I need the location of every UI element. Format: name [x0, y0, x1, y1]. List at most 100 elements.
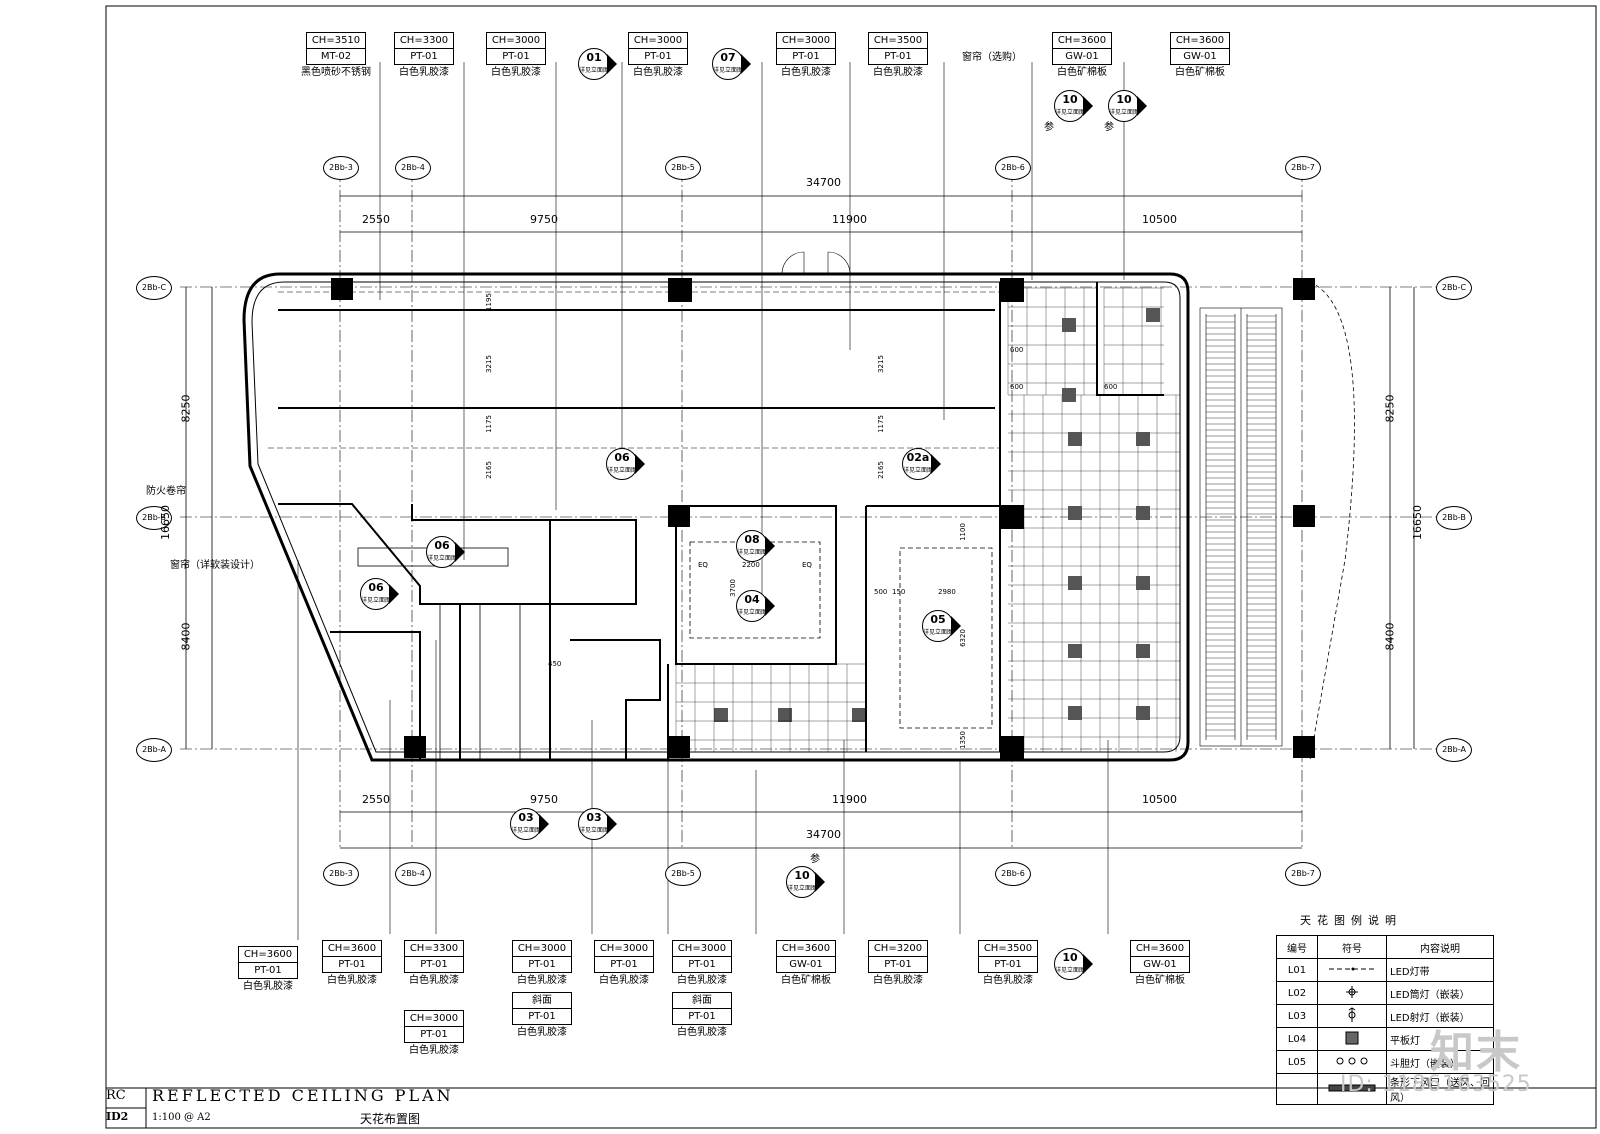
tag-material: 白色矿棉板 [1057, 67, 1107, 78]
tag-code: PT-01 [868, 49, 928, 65]
dim-inner: 3215 [484, 355, 493, 373]
structural-columns [331, 278, 1315, 760]
ref-note: 参 [1044, 122, 1054, 133]
tag-code: GW-01 [1170, 49, 1230, 65]
dim-inner: 1175 [876, 415, 885, 433]
tag-code: PT-01 [628, 49, 688, 65]
tag-ch: CH=3000 [594, 940, 654, 957]
panel-light-icon [1136, 432, 1150, 446]
tag-code: PT-01 [776, 49, 836, 65]
ceiling-height-tag: CH=3000 PT-01 白色乳胶漆 [672, 940, 732, 989]
panel-light-icon [1136, 706, 1150, 720]
dim-span: 2550 [362, 793, 390, 806]
dim-inner: 1195 [484, 293, 493, 311]
legend-header: 编号 [1276, 935, 1318, 959]
dim-overall-bottom: 34700 [806, 828, 841, 841]
tag-code: GW-01 [1130, 957, 1190, 973]
dim-span: 9750 [530, 793, 558, 806]
panel-light-icon [1068, 506, 1082, 520]
tag-ch: CH=3000 [776, 32, 836, 49]
linear-lights [278, 309, 995, 409]
dim-inner: 450 [548, 660, 562, 668]
tag-ch: CH=3000 [404, 1010, 464, 1027]
tag-code: GW-01 [776, 957, 836, 973]
downlight-icon [1317, 981, 1387, 1005]
dim-vertical-overall: 16650 [159, 505, 172, 540]
dim-inner: 1350 [958, 731, 967, 749]
grid-bubble-row: 2Bb-B [1436, 506, 1472, 530]
tag-ch: CH=3000 [512, 940, 572, 957]
tag-material: 白色乳胶漆 [983, 975, 1033, 986]
legend-code [1276, 1073, 1318, 1105]
panel-light-icon [1136, 644, 1150, 658]
tag-material: 白色乳胶漆 [327, 975, 377, 986]
panel-light-icon [1136, 506, 1150, 520]
tag-ch: 斜面 [512, 992, 572, 1009]
panel-light-icon [1068, 432, 1082, 446]
dim-span: 10500 [1142, 793, 1177, 806]
tag-ch: CH=3600 [238, 946, 298, 963]
ceiling-height-tag: CH=3500 PT-01 白色乳胶漆 [868, 32, 928, 81]
ceiling-height-tag: CH=3600 GW-01 白色矿棉板 [1052, 32, 1112, 81]
slope-tag: 斜面 PT-01 白色乳胶漆 [672, 992, 732, 1041]
tag-code: MT-02 [306, 49, 366, 65]
tag-ch: 斜面 [672, 992, 732, 1009]
curtain-note: 窗帘（详软装设计） [170, 560, 260, 571]
ceiling-height-tag: CH=3300 PT-01 白色乳胶漆 [404, 940, 464, 989]
panel-light-icon [778, 708, 792, 722]
legend-code: L01 [1276, 958, 1318, 982]
panel-light-icon [1062, 318, 1076, 332]
tag-material: 白色乳胶漆 [781, 67, 831, 78]
interior-walls [278, 282, 1164, 760]
dim-inner: 2980 [938, 588, 956, 596]
plan-title-en: REFLECTED CEILING PLAN [152, 1086, 454, 1105]
tag-code: PT-01 [404, 1027, 464, 1043]
tag-ch: CH=3000 [672, 940, 732, 957]
ceiling-height-tag: CH=3600 PT-01 白色乳胶漆 [322, 940, 382, 989]
panel-light-icon [1068, 706, 1082, 720]
grid-bubble-col: 2Bb-7 [1285, 156, 1321, 180]
tag-code: PT-01 [486, 49, 546, 65]
tag-ch: CH=3000 [486, 32, 546, 49]
tag-ch: CH=3500 [868, 32, 928, 49]
grid-bubble-row: 2Bb-C [136, 276, 172, 300]
dim-inner: 500 [874, 588, 888, 596]
slope-tag: 斜面 PT-01 白色乳胶漆 [512, 992, 572, 1041]
panel-lights [714, 308, 1160, 722]
panel-light-icon [852, 708, 866, 722]
tag-ch: CH=3300 [404, 940, 464, 957]
watermark-logo: 知末 [1430, 1027, 1522, 1078]
tag-code: GW-01 [1052, 49, 1112, 65]
plan-scale: 1:100 @ A2 [152, 1112, 211, 1123]
legend-desc: 斗胆灯（嵌装） [1386, 1050, 1494, 1074]
panel-light-icon [1068, 644, 1082, 658]
dim-vertical: 8250 [179, 394, 193, 423]
grid-bubble-row: 2Bb-A [1436, 738, 1472, 762]
escalator [1199, 307, 1283, 747]
tag-code: PT-01 [672, 1009, 732, 1025]
tag-code: PT-01 [594, 957, 654, 973]
tag-code: PT-01 [322, 957, 382, 973]
plan-title-cn: 天花布置图 [360, 1112, 421, 1126]
tag-material: 白色乳胶漆 [517, 1027, 567, 1038]
legend-code: L03 [1276, 1004, 1318, 1028]
grid-bubble-col: 2Bb-6 [995, 862, 1031, 886]
tag-code: PT-01 [404, 957, 464, 973]
ceiling-height-tag: CH=3500 PT-01 白色乳胶漆 [978, 940, 1038, 989]
led-strip-lines [268, 291, 1000, 449]
panel-light-icon [1068, 576, 1082, 590]
dim-inner: EQ [698, 561, 708, 569]
dim-overall-top: 34700 [806, 176, 841, 189]
tag-material: 白色乳胶漆 [599, 975, 649, 986]
ceiling-height-tag: CH=3600 GW-01 白色矿棉板 [1170, 32, 1230, 81]
tag-material: 白色乳胶漆 [409, 975, 459, 986]
dim-inner: 2165 [484, 461, 493, 479]
